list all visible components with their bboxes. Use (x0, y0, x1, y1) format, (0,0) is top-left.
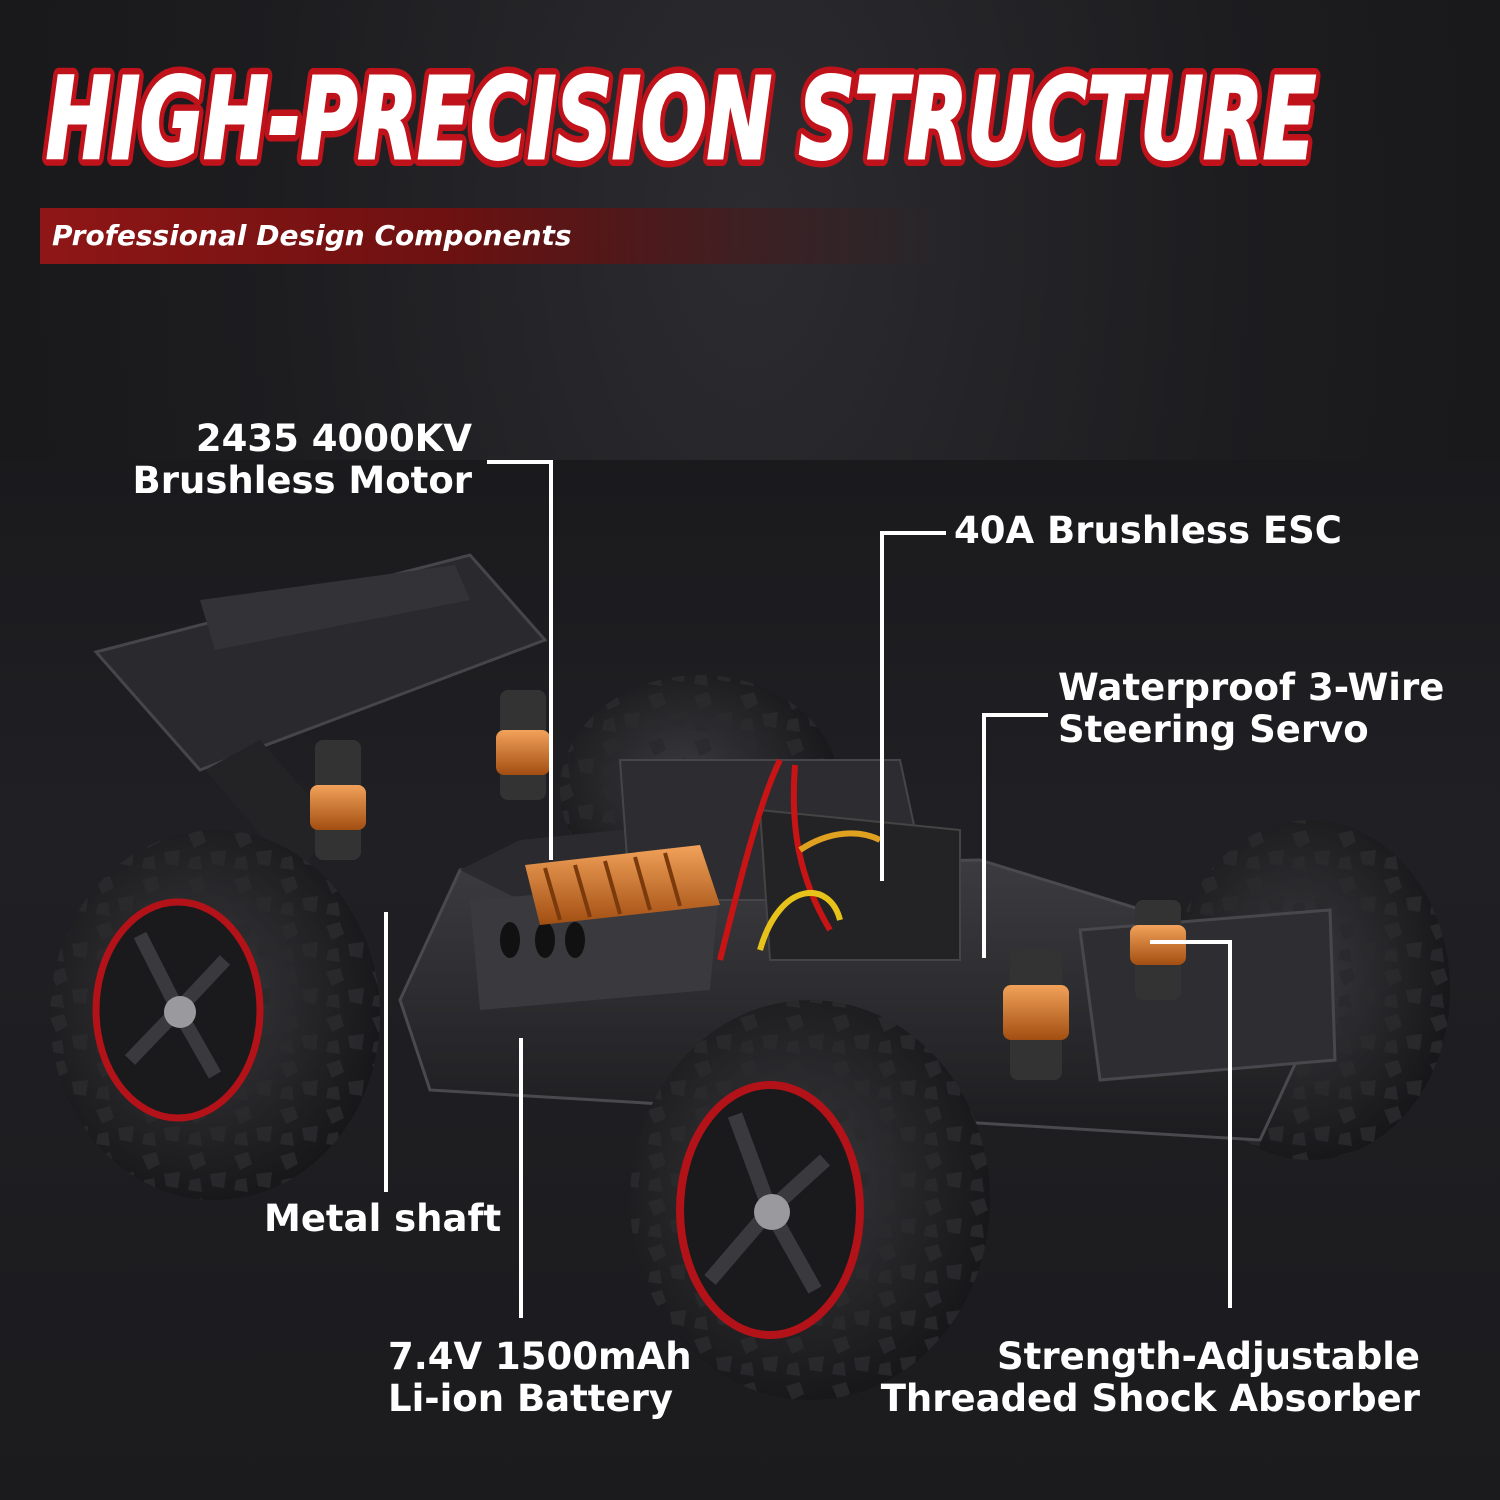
shock-leader-v (1228, 940, 1232, 1308)
esc-wires (717, 758, 882, 961)
shock-label: Strength-Adjustable Threaded Shock Absor… (880, 1335, 1420, 1420)
svg-text:HIGH-PRECISION STRUCTURE: HIGH-PRECISION STRUCTURE (46, 55, 1316, 185)
servo-leader-v (982, 713, 986, 958)
front-left-wheel (630, 1000, 990, 1400)
headline-text: HIGH-PRECISION STRUCTURE (46, 55, 1316, 185)
front-shocks (1003, 900, 1186, 1080)
battery-leader-v (519, 1038, 523, 1318)
rear-wing (93, 553, 548, 880)
shock-leader-h (1150, 940, 1232, 944)
rear-left-wheel (50, 830, 380, 1200)
motor-heatsink (525, 845, 720, 925)
esc-leader-v (880, 531, 884, 881)
motor-label: 2435 4000KV Brushless Motor (132, 417, 472, 502)
battery-label: 7.4V 1500mAh Li-ion Battery (388, 1335, 692, 1420)
subtitle: Professional Design Components (52, 219, 572, 252)
rear-shocks (310, 690, 550, 860)
shaft-leader-v (384, 912, 388, 1192)
shaft-label: Metal shaft (264, 1197, 502, 1240)
headline: HIGH-PRECISION STRUCTURE HIGH-PRECISION … (40, 47, 1324, 190)
motor-leader-h (487, 460, 553, 464)
servo-label: Waterproof 3-Wire Steering Servo (1058, 666, 1445, 751)
esc-leader-h (880, 531, 946, 535)
esc-label: 40A Brushless ESC (954, 509, 1342, 552)
motor-leader-v (549, 460, 553, 860)
subtitle-bar (40, 208, 940, 264)
servo-leader-h (982, 713, 1048, 717)
